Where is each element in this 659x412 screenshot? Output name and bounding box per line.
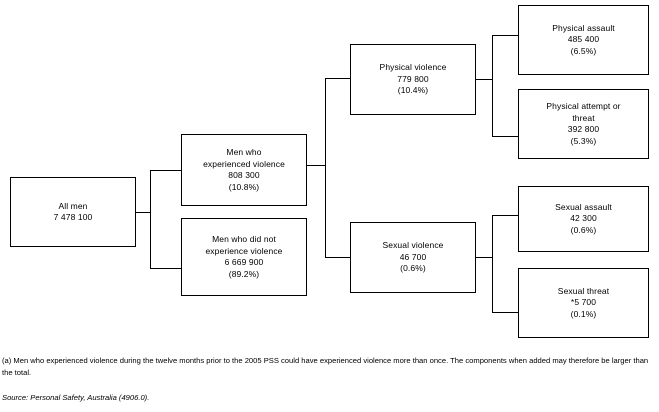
node-sexual-violence[interactable]: Sexual violence 46 700 (0.6%): [350, 222, 476, 293]
connector-sexual-violence-stub: [475, 257, 493, 258]
node-physical-violence[interactable]: Physical violence 779 800 (10.4%): [350, 44, 476, 115]
node-experienced-violence-percent: (10.8%): [228, 181, 260, 192]
node-all-men[interactable]: All men 7 478 100: [10, 177, 136, 247]
connector-physical-violence-bracket: [492, 35, 493, 137]
node-all-men-label: All men: [58, 200, 88, 211]
connector-all-men-bracket: [150, 170, 151, 269]
connector-to-not-experienced-violence: [150, 268, 182, 269]
node-sexual-threat-label: Sexual threat: [557, 285, 610, 296]
node-sexual-assault-percent: (0.6%): [570, 224, 597, 235]
node-physical-assault-label: Physical assault: [552, 22, 615, 33]
node-not-experienced-violence-percent: (89.2%): [228, 268, 260, 279]
node-physical-assault[interactable]: Physical assault 485 400 (6.5%): [518, 5, 649, 75]
connector-to-experienced-violence: [150, 170, 182, 171]
node-physical-attempt-threat[interactable]: Physical attempt or threat 392 800 (5.3%…: [518, 89, 649, 159]
node-physical-assault-count: 485 400: [567, 34, 600, 45]
connector-to-sexual-assault: [492, 215, 518, 216]
node-physical-violence-count: 779 800: [397, 73, 429, 84]
connector-experienced-violence-bracket: [325, 78, 326, 258]
node-sexual-violence-label: Sexual violence: [382, 240, 444, 251]
footnote-a: (a) Men who experienced violence during …: [2, 356, 649, 377]
connector-experienced-violence-stub: [307, 165, 326, 166]
node-experienced-violence-label-2: experienced violence: [203, 158, 285, 169]
connector-to-physical-assault: [492, 35, 518, 36]
node-sexual-violence-percent: (0.6%): [400, 263, 426, 274]
connector-physical-violence-stub: [475, 79, 493, 80]
node-experienced-violence[interactable]: Men who experienced violence 808 300 (10…: [181, 134, 307, 206]
node-experienced-violence-count: 808 300: [228, 170, 260, 180]
connector-to-physical-violence: [325, 78, 351, 79]
connector-to-physical-attempt-threat: [492, 136, 518, 137]
node-sexual-assault-count: 42 300: [570, 213, 597, 224]
node-not-experienced-violence[interactable]: Men who did not experience violence 6 66…: [181, 218, 307, 296]
node-not-experienced-violence-label-1: Men who did not: [212, 234, 276, 244]
node-not-experienced-violence-count: 6 669 900: [224, 257, 264, 267]
source-note: Source: Personal Safety, Australia (4906…: [2, 393, 150, 402]
node-physical-attempt-threat-label-2: threat: [572, 112, 595, 123]
node-sexual-threat-percent: (0.1%): [570, 308, 597, 319]
node-sexual-assault[interactable]: Sexual assault 42 300 (0.6%): [518, 186, 649, 252]
node-sexual-violence-count: 46 700: [399, 251, 427, 262]
connector-all-men-stub: [135, 212, 151, 213]
node-sexual-threat-count: *5 700: [570, 297, 597, 308]
node-experienced-violence-label-1: Men who: [226, 147, 262, 157]
node-sexual-threat[interactable]: Sexual threat *5 700 (0.1%): [518, 268, 649, 338]
node-physical-attempt-threat-percent: (5.3%): [570, 135, 597, 146]
node-sexual-assault-label: Sexual assault: [555, 201, 612, 212]
connector-to-sexual-violence: [325, 257, 351, 258]
node-physical-attempt-threat-count: 392 800: [567, 124, 600, 134]
node-all-men-count: 7 478 100: [53, 212, 93, 222]
node-physical-attempt-threat-label-1: Physical attempt or: [546, 101, 621, 111]
node-not-experienced-violence-label-2: experience violence: [205, 245, 283, 256]
node-physical-violence-label: Physical violence: [379, 62, 447, 73]
connector-sexual-violence-bracket: [492, 215, 493, 313]
connector-to-sexual-threat: [492, 312, 518, 313]
node-physical-violence-percent: (10.4%): [397, 85, 429, 96]
node-physical-assault-percent: (6.5%): [570, 45, 597, 56]
